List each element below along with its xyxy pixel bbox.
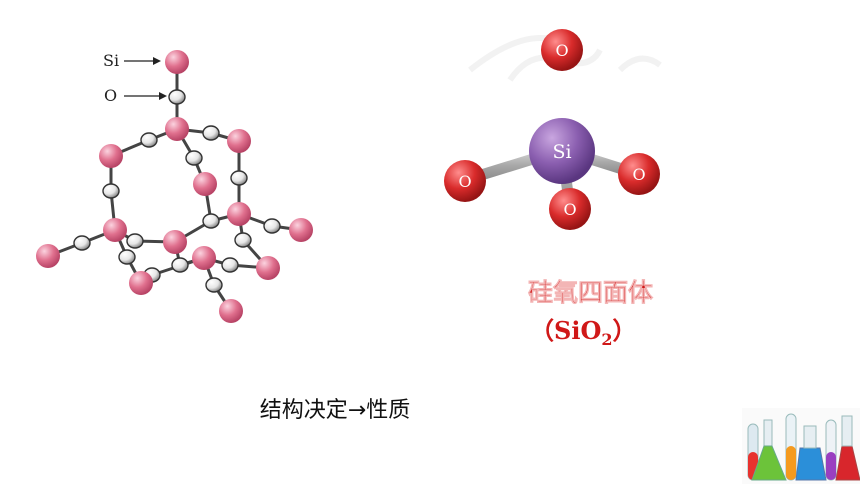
oxygen-atom-bottom [549, 188, 591, 230]
oxygen-atom [140, 132, 158, 148]
label-o: O [104, 86, 117, 105]
oxygen-atom-right [618, 153, 660, 195]
silicon-atom [256, 256, 280, 280]
oxygen-atom-left [444, 160, 486, 202]
silicon-atom [165, 117, 189, 141]
oxygen-atom [171, 257, 189, 273]
silicon-atom [227, 129, 251, 153]
arrow-o-head [159, 92, 167, 100]
arrow-si-head [153, 57, 161, 65]
oxygen-label-bottom: O [563, 200, 576, 219]
silicon-atom [219, 299, 243, 323]
silicon-atom [163, 230, 187, 254]
silicon-atom [165, 50, 189, 74]
oxygen-atom-top [541, 29, 583, 71]
oxygen-atom [118, 249, 136, 265]
silicon-atom [99, 144, 123, 168]
silicon-oxygen-tetrahedron: Si O O O O 硅氧四面体 （SiO2） [444, 29, 660, 349]
silicon-atom [129, 271, 153, 295]
caption-text: 结构决定→性质 [259, 398, 411, 423]
oxygen-atom [234, 232, 252, 248]
sio2-crystal-structure: Si O [36, 50, 313, 323]
silicon-atom [192, 246, 216, 270]
oxygen-atom [205, 277, 223, 293]
structure-atoms [36, 50, 313, 323]
tetrahedron-formula: （SiO2） [530, 316, 637, 349]
oxygen-label-left: O [458, 172, 471, 191]
formula-subscript: 2 [601, 330, 612, 349]
oxygen-atom [185, 150, 203, 166]
silicon-atom [103, 218, 127, 242]
tetrahedron-name: 硅氧四面体 [528, 278, 654, 307]
silicon-atom-label: Si [552, 141, 571, 163]
oxygen-label-right: O [632, 165, 645, 184]
oxygen-atom [230, 170, 248, 186]
formula-main: （SiO [530, 316, 601, 345]
oxygen-atom [168, 89, 186, 105]
silicon-atom [289, 218, 313, 242]
silicon-atom [193, 172, 217, 196]
oxygen-label-top: O [555, 41, 568, 60]
oxygen-atom [126, 233, 144, 249]
silicon-atom-center [529, 118, 595, 184]
oxygen-atom [202, 213, 220, 229]
silicon-atom [227, 202, 251, 226]
label-si: Si [103, 51, 119, 70]
lab-glassware-icon [742, 408, 860, 484]
oxygen-atom [202, 125, 220, 141]
oxygen-atom [73, 235, 91, 251]
caption: 结构决定→性质 [0, 392, 860, 424]
oxygen-atom [102, 183, 120, 199]
oxygen-atom [221, 257, 239, 273]
formula-close: ） [613, 316, 637, 345]
oxygen-atom [263, 218, 281, 234]
silicon-atom [36, 244, 60, 268]
